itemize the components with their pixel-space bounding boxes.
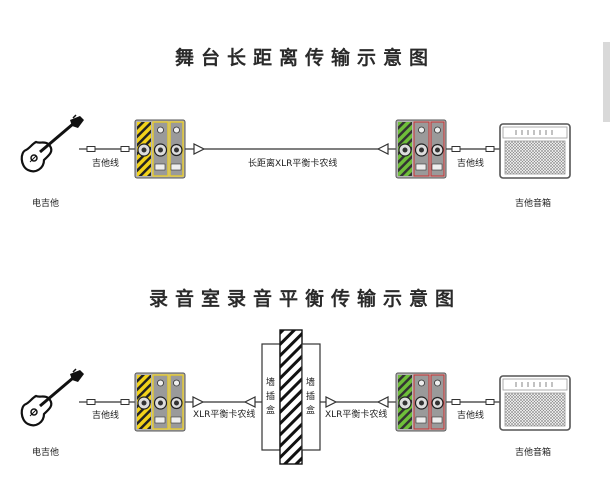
balanced-transmitter-box [134,119,186,179]
electric-guitar-icon [20,367,86,427]
diagram1 [20,113,571,179]
label-guitar-cable-right: 吉他线 [457,411,485,421]
guitar-amp-icon [499,375,571,431]
xlr-cable-left [185,396,262,408]
diagram1-title: 舞台长距离传输示意图 [174,47,435,69]
label-guitar-amp: 吉他音箱 [515,199,552,209]
xlr-long-cable [185,143,396,155]
label-electric-guitar: 电吉他 [32,199,60,209]
diagram2-title: 录音室录音平衡传输示意图 [148,288,461,310]
label-xlr-cable-right: XLR平衡卡农线 [325,410,388,420]
label-guitar-cable-left: 吉他线 [92,159,120,169]
diagram2 [20,329,571,465]
label-guitar-cable-right: 吉他线 [457,159,485,169]
label-wall-box-right: 墙插盒 [306,378,316,416]
scrollbar[interactable] [603,42,610,122]
label-wall-box-left: 墙插盒 [266,378,276,416]
wall-box-right [301,343,321,451]
label-electric-guitar: 电吉他 [32,448,60,458]
label-guitar-amp: 吉他音箱 [515,448,552,458]
xlr-cable-right [320,396,396,408]
label-long-xlr-cable: 长距离XLR平衡卡农线 [248,159,338,169]
guitar-amp-icon [499,123,571,179]
balanced-receiver-box [395,372,447,432]
label-guitar-cable-left: 吉他线 [92,411,120,421]
wall [279,329,303,465]
label-xlr-cable-left: XLR平衡卡农线 [193,410,256,420]
balanced-transmitter-box [134,372,186,432]
balanced-receiver-box [395,119,447,179]
electric-guitar-icon [20,113,86,173]
